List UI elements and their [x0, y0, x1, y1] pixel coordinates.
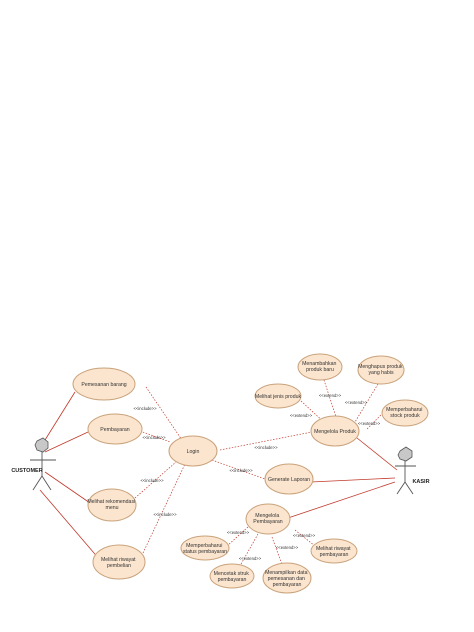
use-case-login[interactable]: Login [168, 435, 218, 467]
use-case-pembayaran[interactable]: Pembayaran [87, 413, 143, 445]
actor-label: CUSTOMER [11, 468, 42, 474]
use-case-label: Pembayaran [100, 427, 130, 433]
extend-label: <<extend>> [276, 545, 299, 550]
include-label: <<include>> [153, 512, 177, 517]
use-case-label: Login [187, 449, 200, 455]
use-case-label: Memperbaharui stock produk [386, 407, 424, 419]
include-label: <<include>> [254, 445, 278, 450]
use-case-riwayat-pembelian[interactable]: Melihat riwayat pembelian [92, 544, 146, 580]
use-case-label: Melihat riwayat pembayaran [316, 546, 352, 558]
use-case-label: Mencetak struk pembayaran [214, 571, 251, 583]
extend-label: <<extend>> [358, 421, 381, 426]
extend-label: <<extend>> [290, 413, 313, 418]
use-case-label: Menghapus produk yang habis [358, 364, 404, 376]
use-case-mengelola-produk[interactable]: Mengelola Produk [310, 415, 360, 447]
use-case-hapus-produk[interactable]: Menghapus produk yang habis [357, 355, 405, 385]
include-label: <<include>> [133, 406, 157, 411]
dependency-labels: <<include>> <<include>> <<include>> <<in… [133, 393, 380, 561]
use-case-tampil-data[interactable]: Menampilkan data pemesanan dan pembayara… [262, 562, 312, 594]
actor-customer[interactable]: CUSTOMER [11, 437, 56, 491]
include-label: <<include>> [229, 468, 253, 473]
use-case-label: Mengelola Produk [314, 429, 356, 435]
use-case-update-status[interactable]: Memperbaharui status pembayaran [180, 535, 230, 561]
actor-kasir[interactable]: KASIR [395, 446, 430, 495]
use-case-label: Melihat jenis produk [255, 394, 302, 400]
extend-label: <<extend>> [293, 533, 316, 538]
use-case-update-stok[interactable]: Memperbaharui stock produk [381, 399, 429, 427]
use-case-rekomendasi[interactable]: Melihat rekomendasi menu [87, 488, 137, 522]
actor-head-icon [34, 437, 49, 453]
use-case-mengelola-pembayaran[interactable]: Mengelola Pembayaran [245, 503, 291, 535]
actor-label: KASIR [412, 479, 429, 485]
use-case-riwayat-pembayaran[interactable]: Melihat riwayat pembayaran [310, 538, 358, 564]
use-case-label: Generate Laporan [268, 477, 310, 483]
use-case-label: Melihat rekomendasi menu [87, 499, 136, 511]
use-case-tambah-produk[interactable]: Menambahkan produk baru [297, 353, 343, 381]
extend-label: <<extend>> [345, 400, 368, 405]
use-case-label: Memperbaharui status pembayaran [183, 543, 227, 555]
extend-label: <<extend>> [319, 393, 342, 398]
include-label: <<include>> [142, 435, 166, 440]
use-case-pemesanan[interactable]: Pemesanan barang [72, 367, 136, 401]
use-case-label: Menambahkan produk baru [302, 361, 338, 373]
include-label: <<include>> [140, 478, 164, 483]
extend-label: <<extend>> [239, 556, 262, 561]
use-case-jenis-produk[interactable]: Melihat jenis produk [254, 383, 302, 409]
use-case-label: Melihat riwayat pembelian [101, 557, 137, 569]
association-lines [39, 391, 398, 561]
use-case-cetak-struk[interactable]: Mencetak struk pembayaran [209, 563, 255, 589]
actor-head-icon [397, 446, 413, 462]
use-case-label: Pemesanan barang [81, 382, 126, 388]
extend-label: <<extend>> [227, 530, 250, 535]
use-case-label: Menampilkan data pemesanan dan pembayara… [265, 570, 309, 588]
use-case-label: Mengelola Pembayaran [253, 513, 283, 525]
use-case-generate-laporan[interactable]: Generate Laporan [264, 463, 314, 495]
